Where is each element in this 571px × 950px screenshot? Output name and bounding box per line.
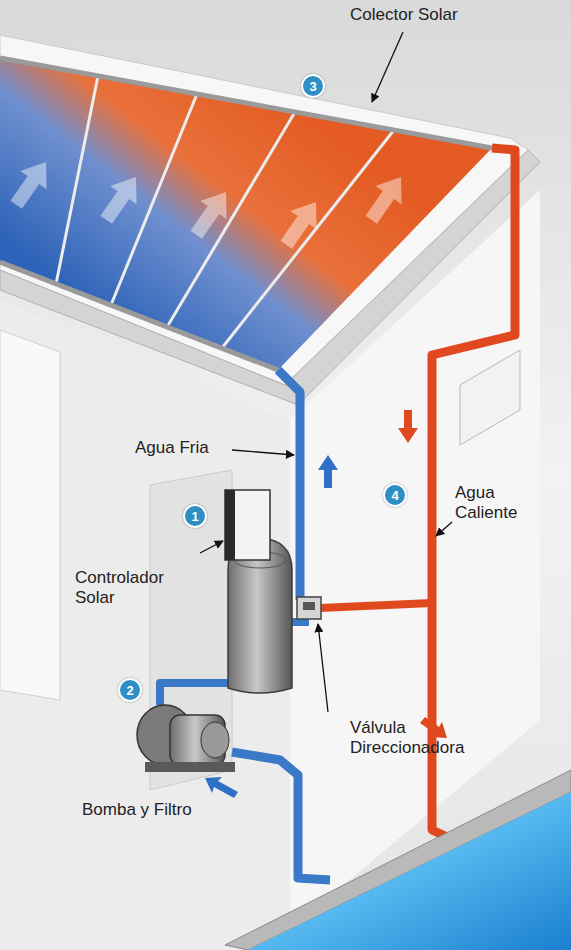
part-label: Controlador Solar [75, 568, 175, 609]
suction-flow-arrow [205, 777, 238, 798]
callout-number: 2 [118, 678, 142, 702]
pool-edge [225, 770, 571, 950]
hot-water-branch [320, 603, 432, 608]
solar-collector [0, 58, 492, 370]
pump-base [145, 762, 235, 772]
callout-number: 4 [383, 483, 407, 507]
pump-basket [201, 722, 229, 758]
valve-actuator [303, 602, 315, 610]
leader-lines [200, 32, 452, 712]
window [460, 350, 520, 445]
suction-pipe [232, 752, 330, 880]
header-pipe [0, 58, 492, 148]
filter-tank [228, 538, 292, 693]
panel-dividers [56, 76, 394, 348]
controller-side [225, 490, 235, 560]
callout-text: 1 [191, 509, 198, 524]
pump-pipe [160, 683, 228, 705]
callout-text: 4 [391, 488, 398, 503]
part-label: Bomba y Filtro [82, 800, 232, 820]
return-flow-arrow [420, 717, 447, 738]
door [0, 330, 60, 700]
cold-flow-arrow [318, 455, 338, 488]
callout-text: 2 [126, 683, 133, 698]
hot-flow-arrow [398, 410, 418, 443]
roof [0, 35, 528, 385]
callout-number: 3 [301, 74, 325, 98]
callout-number: 1 [183, 504, 207, 528]
part-label: Agua Caliente [455, 483, 535, 524]
diverter-valve [297, 597, 321, 619]
part-label: Agua Fria [135, 438, 235, 458]
part-label: Colector Solar [350, 5, 480, 25]
pool-water [248, 792, 571, 950]
callout-text: 3 [309, 79, 316, 94]
part-label: Válvula Direccionadora [350, 718, 480, 759]
bottom-pipe [0, 262, 278, 370]
flow-arrows [3, 153, 414, 254]
solar-controller [225, 490, 270, 560]
